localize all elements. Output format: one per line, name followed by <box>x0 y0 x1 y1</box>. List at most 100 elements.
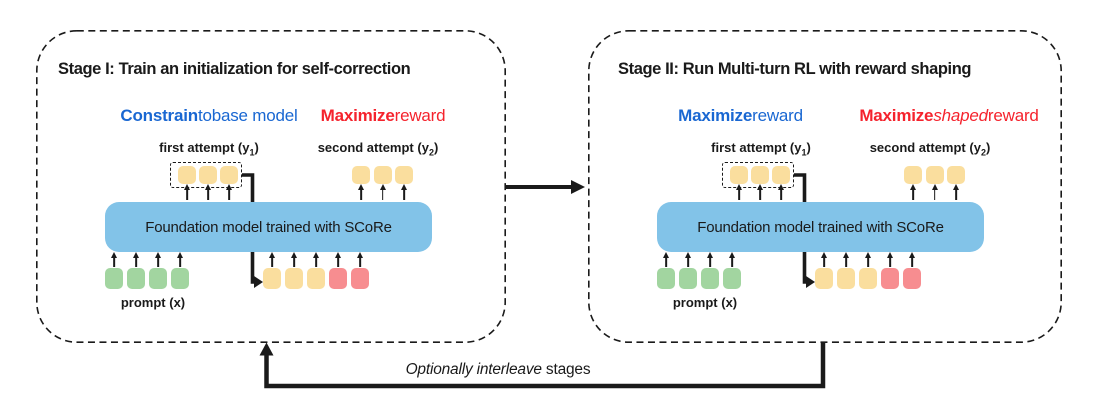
up-arrow-icon <box>202 184 214 201</box>
token-with-arrow <box>105 252 123 289</box>
up-arrow-icon <box>840 252 852 268</box>
token-red <box>881 268 899 289</box>
token-yellow <box>373 166 392 184</box>
up-arrow-icon <box>332 252 344 268</box>
up-arrow-icon <box>862 252 874 268</box>
up-arrow-icon <box>754 184 766 201</box>
token-with-arrow <box>657 252 675 289</box>
token-red <box>351 268 369 289</box>
interleave-stages-label: Optionally interleave stages <box>405 361 591 378</box>
token-red <box>903 268 921 289</box>
token-with-arrow <box>925 166 944 201</box>
token-yellow <box>947 166 965 184</box>
token-with-arrow <box>307 252 325 289</box>
token-with-arrow <box>220 166 238 201</box>
token-green <box>701 268 719 289</box>
token-red <box>329 268 347 289</box>
stage-2-title: Stage II: Run Multi-turn RL with reward … <box>618 60 972 78</box>
up-arrow-icon <box>950 184 962 201</box>
up-arrow-icon <box>355 184 367 201</box>
token-with-arrow <box>351 252 369 289</box>
token-green <box>657 268 675 289</box>
token-with-arrow <box>772 166 790 201</box>
token-yellow <box>178 166 196 184</box>
up-arrow-icon <box>884 252 896 268</box>
token-yellow <box>263 268 281 289</box>
stage-2-prompt-label: prompt (x) <box>672 295 738 310</box>
token-with-arrow <box>904 166 922 201</box>
stage-1-context-tokens <box>263 252 369 289</box>
stage-1-first-attempt-tokens <box>178 166 238 201</box>
token-with-arrow <box>723 252 741 289</box>
stage1-to-stage2-arrowhead-icon <box>571 180 585 194</box>
token-with-arrow <box>149 252 167 289</box>
stage-2-context-tokens <box>815 252 921 289</box>
up-arrow-icon <box>354 252 366 268</box>
up-arrow-icon <box>310 252 322 268</box>
up-arrow-icon <box>906 252 918 268</box>
stage-1-title: Stage I: Train an initialization for sel… <box>58 60 411 78</box>
token-with-arrow <box>947 166 965 201</box>
stage-1-panel: Stage I: Train an initialization for sel… <box>36 30 506 343</box>
stage-1-elbow-arrowhead-icon <box>254 276 263 288</box>
token-yellow <box>730 166 748 184</box>
stage-2-prompt-tokens <box>657 252 741 289</box>
up-arrow-icon <box>398 184 410 201</box>
token-with-arrow <box>881 252 899 289</box>
token-with-arrow <box>730 166 748 201</box>
token-green <box>171 268 189 289</box>
token-with-arrow <box>903 252 921 289</box>
token-with-arrow <box>171 252 189 289</box>
up-arrow-icon <box>818 252 830 268</box>
up-arrow-icon <box>682 252 694 268</box>
stage-1-prompt-label: prompt (x) <box>120 295 186 310</box>
interleave-loop-arrow <box>264 343 826 389</box>
token-with-arrow <box>395 166 413 201</box>
stage-1-foundation-model-label: Foundation model trained with SCoRe <box>145 218 392 236</box>
token-with-arrow <box>352 166 370 201</box>
up-arrow-icon <box>775 184 787 201</box>
up-arrow-icon <box>130 252 142 268</box>
token-with-arrow <box>701 252 719 289</box>
up-arrow-icon <box>726 252 738 268</box>
up-arrow-icon <box>907 184 919 201</box>
token-with-arrow <box>329 252 347 289</box>
token-with-arrow <box>127 252 145 289</box>
token-yellow <box>285 268 303 289</box>
token-yellow <box>395 166 413 184</box>
token-yellow <box>307 268 325 289</box>
stage-2-maximize-reward-objective: Maximize reward <box>678 105 803 125</box>
up-arrow-icon <box>174 252 186 268</box>
interleave-loop-arrowhead-icon <box>259 342 274 356</box>
stage-2-second-attempt-tokens <box>904 166 965 201</box>
token-with-arrow <box>178 166 196 201</box>
up-arrow-icon <box>266 252 278 268</box>
up-arrow-icon <box>704 252 716 268</box>
token-yellow <box>751 166 769 184</box>
up-arrow-icon <box>660 252 672 268</box>
token-yellow <box>837 268 855 289</box>
up-arrow-icon <box>108 252 120 268</box>
up-arrow-icon <box>152 252 164 268</box>
token-with-arrow <box>837 252 855 289</box>
stage-2-first-attempt-label: first attempt (y1) <box>711 140 811 158</box>
token-green <box>723 268 741 289</box>
token-with-arrow <box>751 166 769 201</box>
stage-2-dashed-border <box>587 29 1062 343</box>
token-with-arrow <box>679 252 697 289</box>
up-arrow-icon <box>223 184 235 201</box>
token-yellow <box>352 166 370 184</box>
token-yellow <box>815 268 833 289</box>
token-with-arrow <box>859 252 877 289</box>
up-arrow-icon <box>288 252 300 268</box>
stage-2-foundation-model-box: Foundation model trained with SCoRe <box>657 202 984 252</box>
token-green <box>679 268 697 289</box>
token-with-arrow <box>815 252 833 289</box>
token-green <box>149 268 167 289</box>
token-with-arrow <box>263 252 281 289</box>
token-yellow <box>772 166 790 184</box>
